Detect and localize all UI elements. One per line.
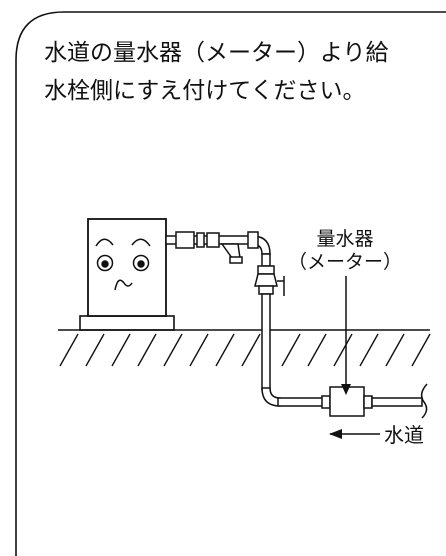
appliance-face	[95, 238, 151, 291]
pipe-break-mark	[420, 383, 428, 419]
ground	[58, 329, 431, 367]
water-supply-label: 水道	[384, 423, 424, 447]
meter-label-line-2: （メーター）	[288, 251, 402, 273]
instruction-line-2: 水栓側にすえ付けてください。	[44, 78, 366, 104]
instruction-line-1: 水道の量水器（メーター）より給	[44, 40, 389, 66]
appliance-body	[87, 218, 167, 317]
water-pipe	[165, 231, 423, 417]
meter-pointer-arrow	[341, 276, 351, 395]
appliance-unit	[79, 218, 175, 331]
rounded-frame	[15, 11, 446, 556]
meter-label-line-1: 量水器	[316, 228, 373, 250]
appliance-base	[79, 315, 175, 331]
water-supply-arrow	[329, 429, 380, 439]
